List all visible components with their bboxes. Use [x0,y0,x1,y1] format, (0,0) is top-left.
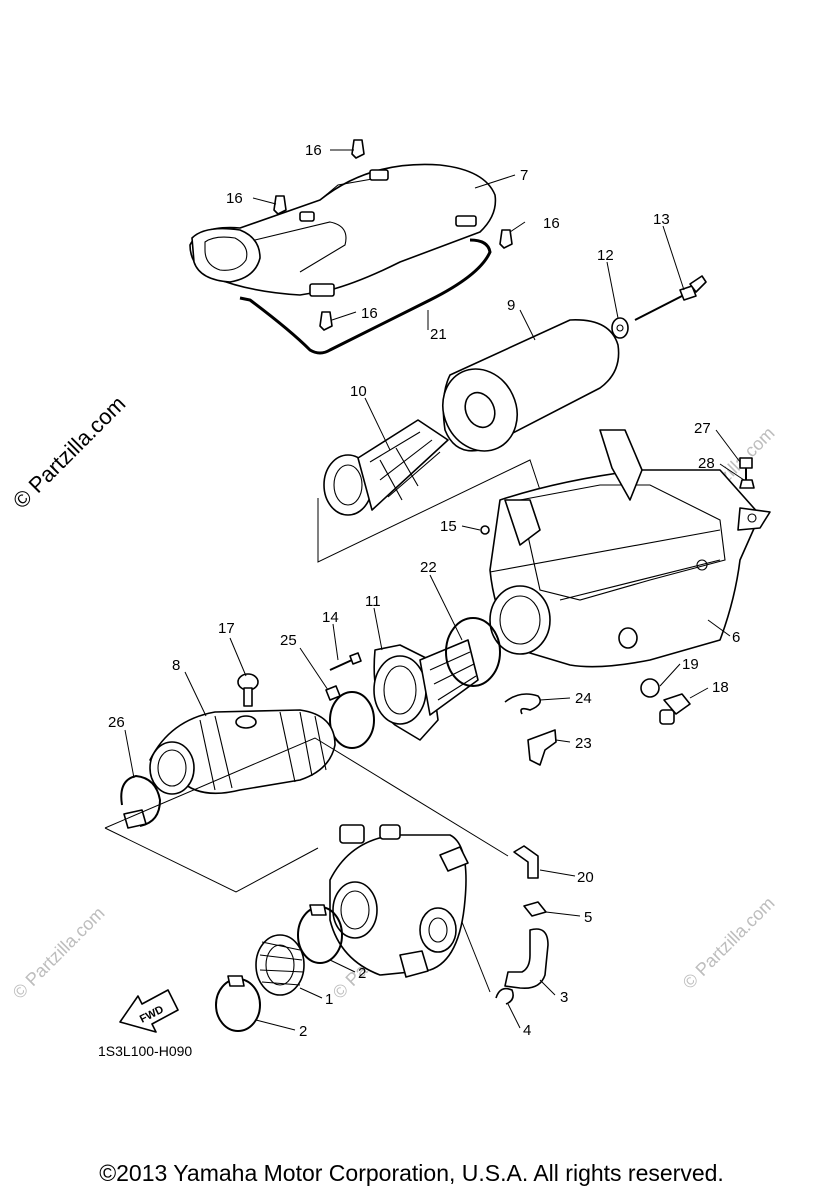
part-label-28: 28 [698,455,715,472]
part-label-16: 16 [361,305,378,322]
drain-cap [640,678,660,698]
part-label-27: 27 [694,420,711,437]
part-label-2: 2 [299,1023,307,1040]
part-label-21: 21 [430,326,447,343]
air-cleaner-case [489,429,771,668]
copyright-notice: ©2013 Yamaha Motor Corporation, U.S.A. A… [99,1160,724,1186]
part-labels: 16 16 16 16 7 21 9 12 13 10 27 28 15 22 … [108,142,740,1040]
part-label-5: 5 [584,909,592,926]
part-label-24: 24 [575,690,592,707]
hose-clip [504,693,541,715]
forward-arrow: FWD [119,989,179,1033]
part-label-23: 23 [575,735,592,752]
part-label-11: 11 [365,593,381,610]
part-label-17: 17 [218,620,235,637]
part-label-12: 12 [597,247,614,264]
clamp-screw [480,525,490,535]
part-label-26: 26 [108,714,125,731]
part-label-10: 10 [350,383,367,400]
drain-plug [659,693,691,725]
part-label-7: 7 [520,167,528,184]
leader-lines [124,149,745,1031]
part-label-14: 14 [322,609,339,626]
clips [273,139,513,331]
air-cleaner-cap [189,163,497,297]
air-filter-element [442,319,620,452]
part-label-25: 25 [280,632,297,649]
watermark-main: © Partzilla.com [8,391,131,514]
part-label-13: 13 [653,211,670,228]
joint-clamp-lower [215,975,261,1032]
part-label-15: 15 [440,518,457,535]
throttle-body [329,824,469,978]
screw [329,652,362,671]
guide-line [104,737,509,893]
part-label-16: 16 [226,190,243,207]
washer [611,317,629,339]
part-label-2: 2 [358,965,366,982]
diagram-code: 1S3L100-H090 [98,1043,192,1059]
watermark-faint: © Partzilla.com [9,903,109,1003]
part-label-9: 9 [507,297,515,314]
part-label-3: 3 [560,989,568,1006]
intake-sensor [237,673,259,707]
drain-fitting [527,729,557,766]
hose-clamp-small [523,901,547,917]
part-label-6: 6 [732,629,740,646]
part-label-22: 22 [420,559,437,576]
grommet [739,479,755,489]
joint-gasket [445,617,501,687]
case-bolt [739,457,753,480]
part-label-1: 1 [325,991,333,1008]
breather-hose [504,928,549,990]
part-label-19: 19 [682,656,699,673]
element-guide [323,419,449,516]
guide-line [461,921,491,993]
part-label-16: 16 [543,215,560,232]
air-cleaner-joint [373,639,479,741]
wing-bolt [634,275,707,321]
part-label-20: 20 [577,869,594,886]
hose-clip [495,987,514,1005]
guide-line [317,459,541,563]
watermark-faint: © Partzilla.com [679,893,779,993]
hose-clamp [120,774,162,829]
part-label-8: 8 [172,657,180,674]
carburetor-joint [255,934,305,996]
part-label-18: 18 [712,679,729,696]
part-label-16: 16 [305,142,322,159]
intake-joint-hose [149,709,336,795]
part-label-4: 4 [523,1022,531,1039]
breather-fitting [513,845,539,879]
joint-clamp-upper [297,904,343,964]
hose-band [329,691,375,749]
cap-gasket [239,238,492,355]
